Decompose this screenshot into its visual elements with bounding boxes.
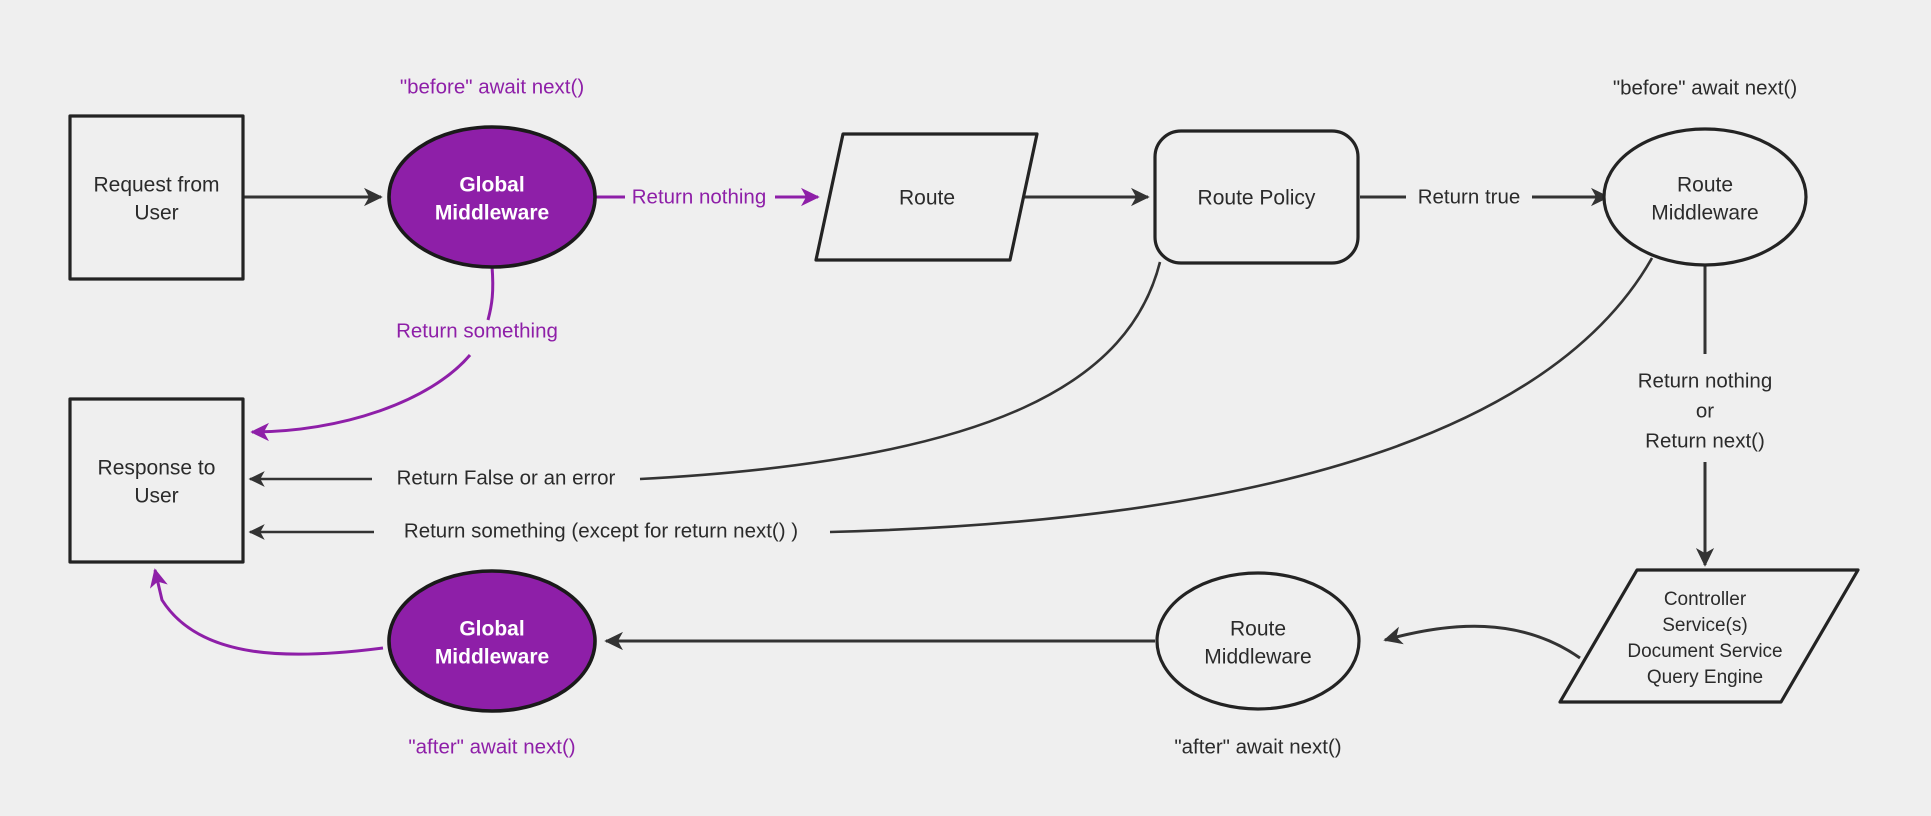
node-route-label: Route — [899, 187, 955, 210]
edge-label-return-false-or-error: Return False or an error — [397, 466, 616, 489]
node-controller-services: Controller Service(s) Document Service Q… — [1558, 568, 1860, 704]
edge-global-middleware-top-to-response — [486, 265, 495, 321]
edge-label-return-nothing-multiline-2: or — [1696, 399, 1714, 422]
annotation-before-await-next-right: "before" await next() — [1613, 76, 1797, 99]
node-request-from-user-line1: Request from — [93, 174, 219, 197]
node-response-to-user: Response to User — [68, 397, 245, 564]
node-global-middleware-bottom-line1: Global — [459, 618, 524, 641]
node-request-from-user-line2: User — [134, 202, 178, 225]
edge-label-return-true: Return true — [1418, 185, 1521, 208]
node-route-policy: Route Policy — [1153, 129, 1360, 265]
edge-route-middleware-to-response-curve — [829, 257, 1654, 534]
edge-label-return-nothing-multiline-3: Return next() — [1645, 429, 1765, 452]
node-global-middleware-top-line1: Global — [459, 174, 524, 197]
annotation-after-await-next-right: "after" await next() — [1174, 735, 1341, 758]
annotation-before-await-next-left: "before" await next() — [400, 75, 584, 98]
node-route-middleware-bottom-line1: Route — [1230, 618, 1286, 641]
node-route-middleware-top-line2: Middleware — [1651, 202, 1758, 225]
node-controller-services-line3: Document Service — [1627, 641, 1782, 662]
node-route-policy-label: Route Policy — [1198, 187, 1316, 210]
node-controller-services-line4: Query Engine — [1647, 667, 1763, 688]
node-global-middleware-bottom-line2: Middleware — [435, 646, 549, 669]
node-route-middleware-top-line1: Route — [1677, 174, 1733, 197]
node-controller-services-line1: Controller — [1664, 589, 1747, 610]
node-controller-services-line2: Service(s) — [1662, 615, 1748, 636]
node-global-middleware-top: Global Middleware — [387, 125, 597, 269]
node-global-middleware-bottom: Global Middleware — [387, 569, 597, 713]
edge-controller-to-route-middleware-bottom — [1383, 624, 1581, 660]
edge-global-middleware-bottom-to-response — [149, 568, 384, 656]
node-response-to-user-line2: User — [134, 485, 178, 508]
edge-label-return-something: Return something — [396, 319, 558, 342]
annotation-after-await-next-left: "after" await next() — [408, 735, 575, 758]
node-global-middleware-top-line2: Middleware — [435, 202, 549, 225]
node-route-middleware-top: Route Middleware — [1602, 127, 1808, 267]
edge-return-something-to-response — [250, 354, 472, 442]
edge-label-return-something-except: Return something (except for return next… — [404, 519, 798, 542]
node-response-to-user-line1: Response to — [98, 457, 216, 480]
node-route-middleware-bottom: Route Middleware — [1155, 571, 1361, 711]
node-route-middleware-bottom-line2: Middleware — [1204, 646, 1311, 669]
edge-label-return-nothing: Return nothing — [632, 185, 766, 208]
edge-label-return-nothing-multiline-1: Return nothing — [1638, 369, 1772, 392]
edge-route-policy-to-response-curve — [639, 261, 1162, 481]
node-route: Route — [814, 132, 1039, 262]
node-request-from-user: Request from User — [68, 114, 245, 281]
